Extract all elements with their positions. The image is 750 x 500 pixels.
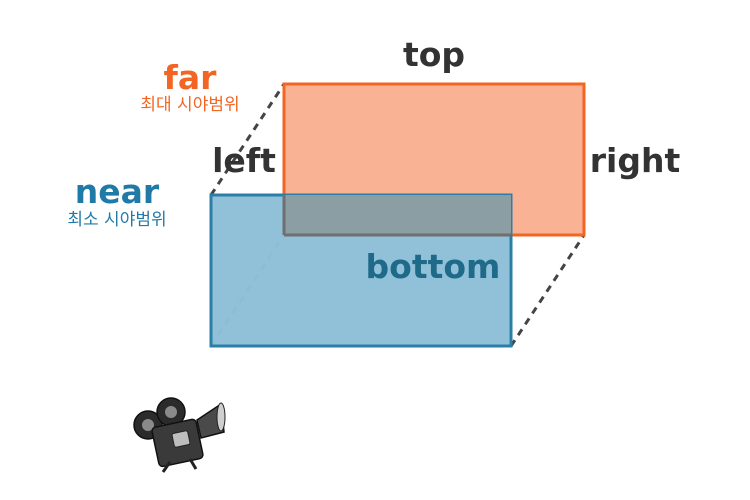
- bottom-label: bottom: [366, 247, 501, 286]
- top-label: top: [403, 35, 465, 74]
- plane-overlap: [284, 195, 511, 235]
- near-label: near: [75, 172, 160, 211]
- edge-top-left: [209, 83, 286, 196]
- right-label: right: [590, 141, 681, 180]
- far-label: far: [164, 58, 218, 97]
- far-sub-label: 최대 시야범위: [140, 95, 239, 115]
- near-sub-label: 최소 시야범위: [67, 210, 166, 230]
- edge-bottom-right: [509, 234, 586, 347]
- movie-camera-icon: [133, 397, 226, 473]
- left-label: left: [212, 141, 276, 180]
